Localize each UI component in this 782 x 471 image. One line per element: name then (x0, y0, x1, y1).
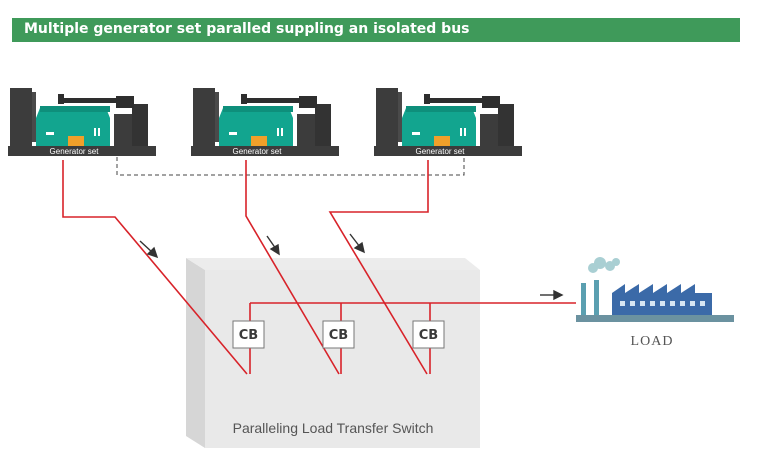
generator-label-1: Generator set (50, 147, 100, 156)
transfer-switch-box (186, 258, 480, 448)
arrow-icon (266, 235, 280, 256)
switch-label: Paralleling Load Transfer Switch (233, 420, 434, 436)
factory-icon (576, 257, 734, 322)
cb-label-2: CB (329, 328, 348, 343)
cb-label-1: CB (239, 328, 258, 343)
arrow-icon (349, 233, 365, 254)
feed-line-1 (62, 160, 248, 375)
generator-label-2: Generator set (233, 147, 283, 156)
arrow-icon (540, 289, 564, 301)
title-banner: Multiple generator set paralled suppling… (12, 18, 740, 42)
diagram-title: Multiple generator set paralled suppling… (24, 21, 470, 37)
generator-set-1: Generator set (8, 88, 156, 156)
circuit-breaker-1: CB (232, 320, 265, 349)
feed-line-3 (328, 160, 429, 375)
arrow-icon (139, 240, 159, 259)
circuit-breaker-2: CB (322, 320, 355, 349)
circuit-breaker-3: CB (412, 320, 445, 349)
control-link-dashed (116, 157, 465, 176)
generator-label-3: Generator set (416, 147, 466, 156)
load-label: LOAD (631, 334, 674, 349)
cb-label-3: CB (419, 328, 438, 343)
generator-set-2: Generator set (191, 88, 339, 156)
generator-set-3: Generator set (374, 88, 522, 156)
feed-line-2 (245, 160, 340, 375)
